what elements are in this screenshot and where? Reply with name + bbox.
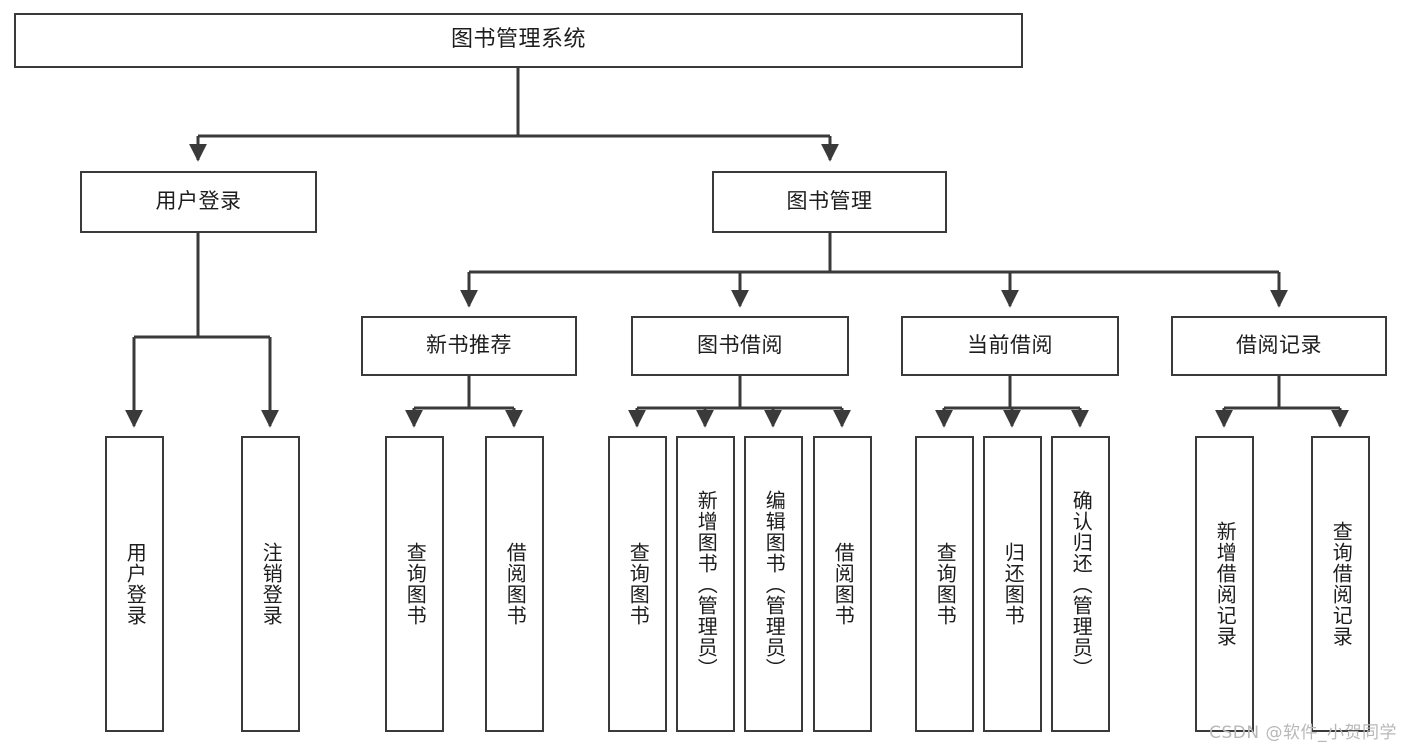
leaf-label: 查询借阅记录 <box>1329 521 1354 647</box>
leaf-label: 新增图书（管理员） <box>694 489 719 679</box>
csdn-watermark: CSDN @软件_小贺同学 <box>1209 723 1397 743</box>
leaf-label: 确认归还（管理员） <box>1069 489 1094 679</box>
leaf-label: 归还图书 <box>1001 542 1026 626</box>
leaf-book-borrow-1[interactable]: 新增图书（管理员） <box>676 436 735 732</box>
leaf-new-book-recommend-0[interactable]: 查询图书 <box>385 436 444 732</box>
leaf-borrow-record-0[interactable]: 新增借阅记录 <box>1195 436 1254 732</box>
leaf-label: 查询图书 <box>626 542 651 626</box>
leaf-borrow-record-1[interactable]: 查询借阅记录 <box>1311 436 1370 732</box>
leaf-book-borrow-0[interactable]: 查询图书 <box>608 436 667 732</box>
leaf-label: 用户登录 <box>123 542 148 626</box>
node-borrow-record[interactable]: 借阅记录 <box>1171 316 1387 376</box>
leaf-current-borrow-1[interactable]: 归还图书 <box>983 436 1042 732</box>
leaf-label: 查询图书 <box>403 542 428 626</box>
leaf-book-borrow-2[interactable]: 编辑图书（管理员） <box>744 436 803 732</box>
leaf-label: 新增借阅记录 <box>1213 521 1238 647</box>
leaf-user-login-1[interactable]: 注销登录 <box>241 436 300 732</box>
node-current-borrow[interactable]: 当前借阅 <box>901 316 1119 376</box>
leaf-label: 注销登录 <box>259 542 284 626</box>
leaf-book-borrow-3[interactable]: 借阅图书 <box>813 436 872 732</box>
leaf-current-borrow-2[interactable]: 确认归还（管理员） <box>1051 436 1110 732</box>
node-root[interactable]: 图书管理系统 <box>14 13 1023 68</box>
node-new-book-recommend[interactable]: 新书推荐 <box>361 316 577 376</box>
leaf-label: 借阅图书 <box>831 542 856 626</box>
node-user-login[interactable]: 用户登录 <box>80 171 317 233</box>
leaf-new-book-recommend-1[interactable]: 借阅图书 <box>485 436 544 732</box>
leaf-current-borrow-0[interactable]: 查询图书 <box>915 436 974 732</box>
leaf-label: 借阅图书 <box>503 542 528 626</box>
leaf-label: 查询图书 <box>933 542 958 626</box>
node-book-manage[interactable]: 图书管理 <box>712 171 947 233</box>
leaf-user-login-0[interactable]: 用户登录 <box>105 436 164 732</box>
node-book-borrow[interactable]: 图书借阅 <box>631 316 849 376</box>
leaf-label: 编辑图书（管理员） <box>762 489 787 679</box>
